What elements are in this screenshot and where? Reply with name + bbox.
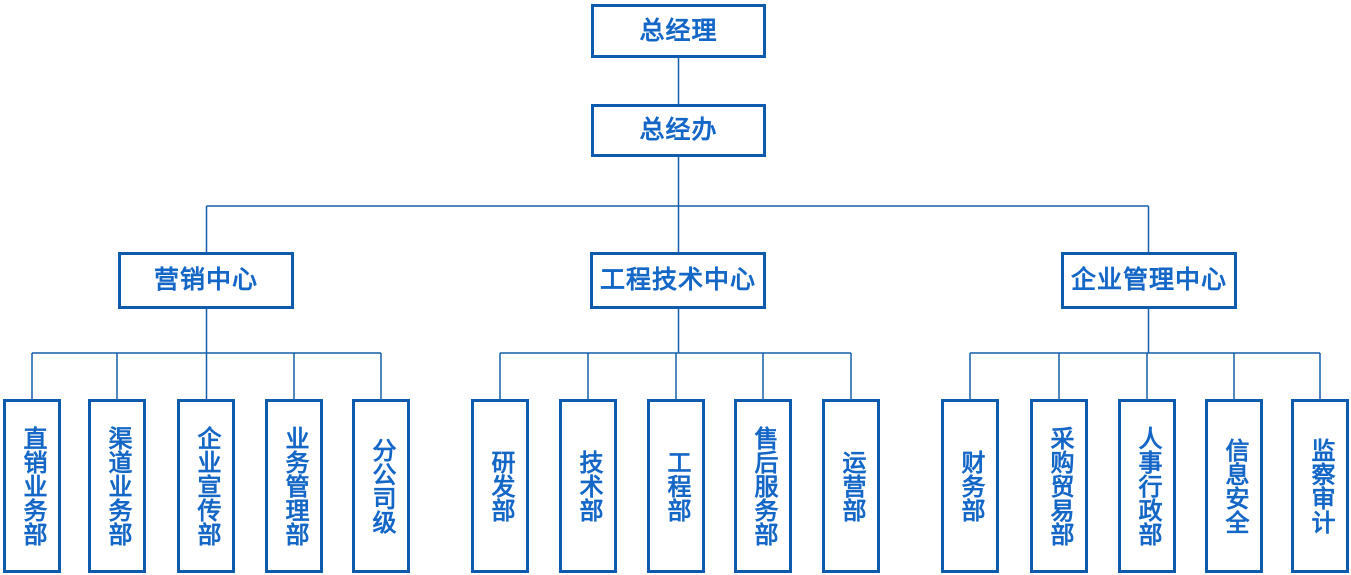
dept-hr-admin-label: 人事行政部 [1134, 426, 1161, 546]
dept-business-management: 业务管理部 [265, 399, 323, 573]
node-general-manager-office: 总经办 [591, 104, 766, 157]
dept-direct-sales-label: 直销业务部 [19, 426, 46, 546]
node-engineering-tech-center: 工程技术中心 [590, 252, 766, 309]
dept-business-management-label: 业务管理部 [281, 426, 308, 546]
dept-engineering-label: 工程部 [663, 450, 690, 522]
dept-operations-label: 运营部 [838, 450, 865, 522]
dept-channel-sales: 渠道业务部 [88, 399, 146, 573]
node-general-manager-office-label: 总经办 [639, 116, 718, 144]
dept-corporate-publicity-label: 企业宣传部 [193, 426, 220, 546]
dept-after-sales-service: 售后服务部 [734, 399, 792, 573]
dept-channel-sales-label: 渠道业务部 [104, 426, 131, 546]
dept-supervision-audit: 监察审计 [1291, 399, 1349, 573]
dept-technology: 技术部 [559, 399, 617, 573]
node-general-manager-label: 总经理 [639, 16, 718, 45]
dept-research-development: 研发部 [471, 399, 529, 573]
dept-technology-label: 技术部 [575, 450, 602, 522]
node-enterprise-management-center-label: 企业管理中心 [1070, 266, 1227, 294]
dept-direct-sales: 直销业务部 [3, 399, 61, 573]
dept-operations: 运营部 [822, 399, 880, 573]
dept-procurement-trade: 采购贸易部 [1030, 399, 1088, 573]
dept-finance-label: 财务部 [957, 450, 984, 522]
dept-engineering: 工程部 [647, 399, 705, 573]
dept-finance: 财务部 [941, 399, 999, 573]
node-enterprise-management-center: 企业管理中心 [1061, 252, 1237, 309]
node-marketing-center: 营销中心 [118, 252, 294, 309]
dept-hr-admin: 人事行政部 [1118, 399, 1176, 573]
node-marketing-center-label: 营销中心 [153, 266, 258, 294]
dept-procurement-trade-label: 采购贸易部 [1046, 426, 1073, 546]
node-general-manager: 总经理 [591, 4, 766, 58]
dept-information-security: 信息安全 [1205, 399, 1263, 573]
dept-after-sales-service-label: 售后服务部 [750, 426, 777, 546]
dept-branch-company-level: 分公司级 [352, 399, 410, 573]
dept-branch-company-level-label: 分公司级 [368, 438, 395, 534]
dept-corporate-publicity: 企业宣传部 [177, 399, 235, 573]
dept-information-security-label: 信息安全 [1221, 438, 1248, 534]
connector-path [31, 58, 1321, 399]
node-engineering-tech-center-label: 工程技术中心 [599, 266, 756, 294]
dept-supervision-audit-label: 监察审计 [1307, 438, 1334, 534]
dept-research-development-label: 研发部 [487, 450, 514, 522]
